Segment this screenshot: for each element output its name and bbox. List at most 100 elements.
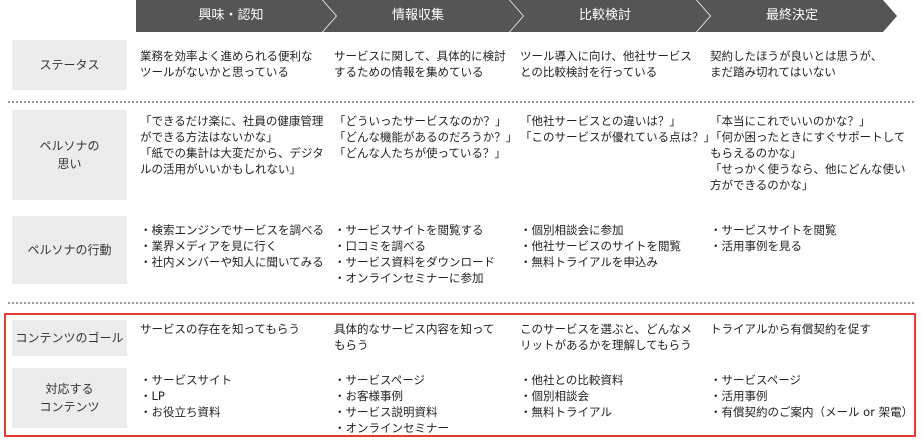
cell-line: ・LP <box>140 389 165 403</box>
cell-row1-col3: ツール導入に向け、他社サービスとの比較検討を行っている <box>520 48 692 80</box>
cell-line: リットがあるかを理解してもらう <box>520 338 692 352</box>
cell-row5-col2: ・サービスページ・お客様事例・サービス説明資料・オンラインセミナー <box>334 372 449 436</box>
cell-line: ・サービス資料をダウンロード <box>334 255 495 269</box>
cell-line: ・検索エンジンでサービスを調べる <box>140 223 324 237</box>
cell-line: まだ踏み切れてはいない <box>710 65 836 79</box>
row-label-line: コンテンツのゴール <box>15 331 124 345</box>
cell-row5-col3: ・他社との比較資料・個別相談会・無料トライアル <box>520 372 623 420</box>
divider-top <box>8 101 914 103</box>
chevron-arrow-shape <box>697 0 897 32</box>
cell-line: ツールがないかと思っている <box>140 65 289 79</box>
row-label-line: ペルソナの行動 <box>27 243 112 257</box>
cell-line: ・サービス説明資料 <box>334 405 438 419</box>
cell-line: 「何か困ったときにすぐサポートして <box>710 130 906 144</box>
cell-row2-col4: 「本当にこれでいいのかな？」「何か困ったときにすぐサポートしてもらえるのかな」「… <box>710 113 906 193</box>
cell-line: ルの活用がいいかもしれない」 <box>140 162 301 176</box>
cell-line: トライアルから有償契約を促す <box>710 322 871 336</box>
cell-line: 「どんな機能があるのだろうか？」 <box>334 130 518 144</box>
row-label-line: ペルソナの <box>39 139 100 153</box>
cell-line: ・無料トライアルを申込み <box>520 255 658 269</box>
stage-label: 比較検討 <box>578 8 631 23</box>
cell-line: ・オンラインセミナー <box>334 421 449 435</box>
divider-middle <box>8 302 914 304</box>
cell-row3-col4: ・サービスサイトを閲覧・活用事例を見る <box>710 222 837 254</box>
cell-row2-col2: 「どういったサービスなのか？」「どんな機能があるのだろうか？」「どんな人たちが使… <box>334 113 517 161</box>
cell-row4-col2: 具体的なサービス内容を知ってもらう <box>334 321 494 353</box>
cell-line: ・サービスページ <box>334 373 425 387</box>
cell-line: ・個別相談会 <box>520 389 589 403</box>
cell-row5-col1: ・サービスサイト・LP ・お役立ち資料 <box>140 372 232 420</box>
cell-row1-col2: サービスに関して、具体的に検討するための情報を集めている <box>334 48 506 80</box>
cell-line: 「他社サービスとの違いは？」 <box>520 114 681 128</box>
cell-line: このサービスを選ぶと、どんなメ <box>520 322 693 336</box>
cell-line: サービスの存在を知ってもらう <box>140 322 300 336</box>
row-label-line: ステータス <box>39 58 100 72</box>
row-label-1: ステータス <box>12 40 127 90</box>
cell-row2-col3: 「他社サービスとの違いは？」「このサービスが優れている点は？」 <box>520 113 715 145</box>
cell-line: 「せっかく使うなら、他にどんな使い <box>710 162 906 176</box>
cell-row3-col3: ・個別相談会に参加・他社サービスのサイトを閲覧・無料トライアルを申込み <box>520 222 681 270</box>
chevron-arrow-shape <box>136 0 336 32</box>
stage-arrow-2: 情報収集 <box>323 0 523 32</box>
cell-line: ・活用事例を見る <box>710 239 802 253</box>
cell-line: 「どんな人たちが使っている？」 <box>334 146 506 160</box>
cell-row4-col1: サービスの存在を知ってもらう <box>140 321 300 337</box>
row-label-2: ペルソナの思い <box>12 110 127 200</box>
chevron-arrow-shape <box>323 0 523 32</box>
row-label-4: コンテンツのゴール <box>12 320 127 356</box>
cell-line: 「どういったサービスなのか？」 <box>334 114 507 128</box>
cell-line: ・他社との比較資料 <box>520 373 624 387</box>
content-highlight-box <box>4 313 916 437</box>
cell-line: ・サービスサイト <box>140 373 232 387</box>
cell-line: ・活用事例 <box>710 389 768 403</box>
stage-arrow-3: 比較検討 <box>510 0 710 32</box>
cell-line: ツール導入に向け、他社サービス <box>520 49 692 63</box>
cell-line: 業務を効率よく進められる便利な <box>140 49 313 63</box>
cell-row3-col2: ・サービスサイトを閲覧する・口コミを調べる・サービス資料をダウンロード・オンライ… <box>334 222 495 286</box>
cell-line: ・個別相談会に参加 <box>520 223 624 237</box>
cell-row2-col1: 「できるだけ楽に、社員の健康管理ができる方法はないかな」「紙での集計は大変だから… <box>140 113 324 177</box>
cell-row3-col1: ・検索エンジンでサービスを調べる・業界メディアを見に行く・社内メンバーや知人に聞… <box>140 222 324 270</box>
cell-line: ・有償契約のご案内（メール or 架電） <box>710 405 914 419</box>
cell-line: ・業界メディアを見に行く <box>140 239 278 253</box>
cell-line: ・サービスページ <box>710 373 801 387</box>
cell-row5-col4: ・サービスページ・活用事例・有償契約のご案内（メール or 架電） <box>710 372 913 420</box>
cell-line: ・社内メンバーや知人に聞いてみる <box>140 255 324 269</box>
cell-line: サービスに関して、具体的に検討 <box>334 49 506 63</box>
cell-line: ・サービスサイトを閲覧 <box>710 223 837 237</box>
cell-row4-col3: このサービスを選ぶと、どんなメリットがあるかを理解してもらう <box>520 321 692 353</box>
cell-line: もらえるのかな」 <box>710 146 802 160</box>
cell-line: ・口コミを調べる <box>334 239 426 253</box>
cell-line: ・お役立ち資料 <box>140 405 221 419</box>
cell-line: ・お客様事例 <box>334 389 403 403</box>
stage-label: 最終決定 <box>765 8 818 23</box>
row-label-line: 思い <box>57 157 82 171</box>
cell-line: 具体的なサービス内容を知って <box>334 322 495 336</box>
chevron-arrow-shape <box>510 0 710 32</box>
stage-label: 情報収集 <box>391 8 444 23</box>
cell-row4-col4: トライアルから有償契約を促す <box>710 321 871 337</box>
row-label-line: コンテンツ <box>39 400 100 414</box>
cell-line: 「本当にこれでいいのかな？」 <box>710 114 871 128</box>
stage-arrow-1: 興味・認知 <box>136 0 336 32</box>
cell-line: 「紙での集計は大変だから、デジタ <box>140 146 324 160</box>
cell-line: するための情報を集めている <box>334 65 484 79</box>
cell-line: との比較検討を行っている <box>520 65 658 79</box>
row-label-5: 対応するコンテンツ <box>12 368 127 428</box>
cell-line: ・他社サービスのサイトを閲覧 <box>520 239 681 253</box>
cell-row1-col1: 業務を効率よく進められる便利なツールがないかと思っている <box>140 48 313 80</box>
cell-line: 「できるだけ楽に、社員の健康管理 <box>140 114 324 128</box>
cell-line: ができる方法はないかな」 <box>140 130 278 144</box>
cell-line: 方ができるのかな」 <box>710 178 814 192</box>
cell-line: ・オンラインセミナーに参加 <box>334 271 484 285</box>
cell-line: もらう <box>334 338 369 352</box>
cell-line: ・サービスサイトを閲覧する <box>334 223 484 237</box>
cell-row1-col4: 契約したほうが良いとは思うが、まだ踏み切れてはいない <box>710 48 882 80</box>
cell-line: ・無料トライアル <box>520 405 612 419</box>
row-label-3: ペルソナの行動 <box>12 216 127 284</box>
cell-line: 「このサービスが優れている点は？」 <box>520 130 716 144</box>
row-label-line: 対応する <box>45 382 94 396</box>
stage-label: 興味・認知 <box>198 8 264 23</box>
stage-arrow-4: 最終決定 <box>697 0 897 32</box>
cell-line: 契約したほうが良いとは思うが、 <box>710 49 883 63</box>
